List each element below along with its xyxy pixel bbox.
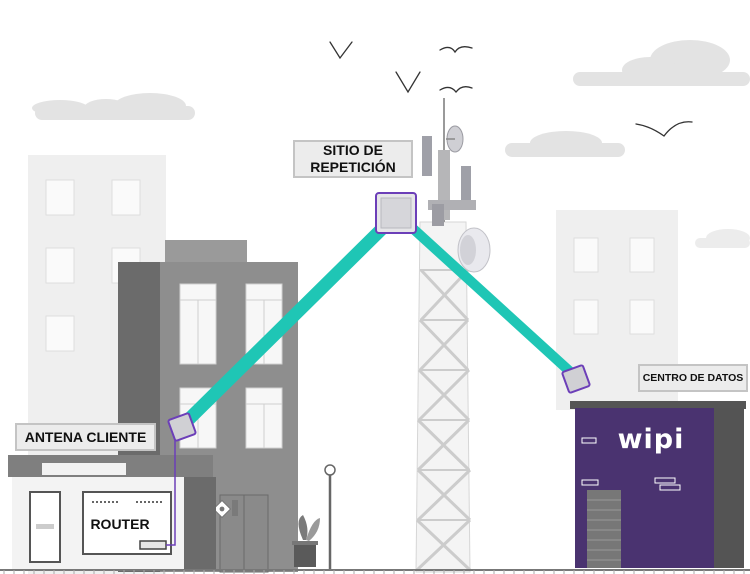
dish-icon [446, 125, 464, 153]
bird-icon [635, 121, 693, 137]
client-antenna-label: ANTENA CLIENTE [15, 423, 156, 451]
ground [0, 569, 750, 574]
dish-icon [457, 227, 491, 273]
cloud-icon [505, 131, 625, 157]
cloud-icon [32, 93, 195, 120]
brand-logo: wipi [617, 424, 685, 455]
antenna-icon [561, 364, 591, 394]
bird-icon [439, 46, 473, 54]
repeater-site-label: SITIO DE REPETICIÓN [293, 140, 413, 178]
door-sign-icon [212, 499, 232, 519]
wireless-link [392, 209, 582, 383]
antenna-icon [167, 412, 197, 442]
repeater-tower [415, 98, 491, 573]
bird-icon [439, 86, 473, 94]
bird-icon [329, 41, 353, 60]
cloud-icon [573, 40, 750, 86]
wireless-link [176, 207, 404, 432]
street-lamp-icon [324, 464, 336, 570]
router-label: ROUTER [90, 516, 150, 532]
data-center-label: CENTRO DE DATOS [638, 364, 748, 392]
bird-icon [395, 71, 421, 94]
client-shop [8, 440, 216, 569]
plant-pot-icon [292, 515, 320, 567]
antenna-icon [375, 192, 417, 234]
data-center-building [570, 401, 746, 568]
cloud-icon [695, 229, 750, 248]
